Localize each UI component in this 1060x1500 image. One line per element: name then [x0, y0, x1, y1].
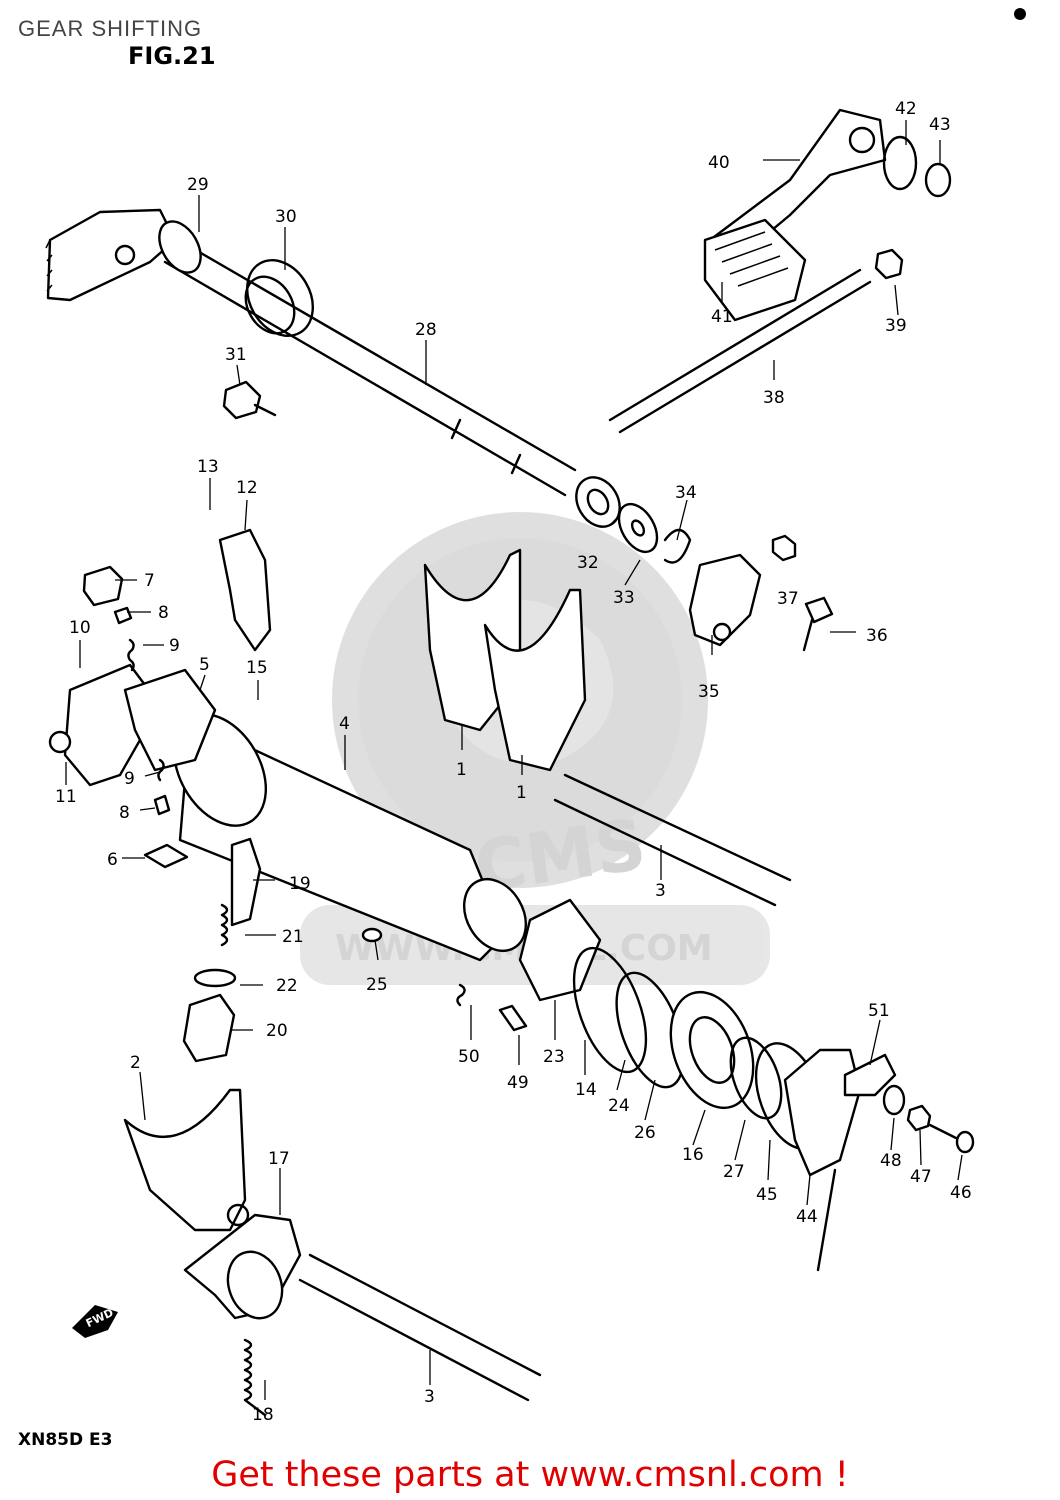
- callout-31: 31: [225, 345, 247, 365]
- callout-10: 10: [69, 618, 91, 638]
- callout-45: 45: [756, 1185, 778, 1205]
- callout-3b: 3: [424, 1387, 435, 1407]
- callout-30: 30: [275, 207, 297, 227]
- callout-27: 27: [723, 1162, 745, 1182]
- callout-1a: 1: [456, 760, 467, 780]
- callout-numbers: 29 30 28 31 13 12 7 8 9 10 5 15 4 11 9 8…: [55, 99, 972, 1425]
- callout-25: 25: [366, 975, 388, 995]
- callout-47: 47: [910, 1167, 932, 1187]
- fwd-arrow-icon: FWD: [72, 1305, 118, 1338]
- callout-5: 5: [199, 655, 210, 675]
- callout-6: 6: [107, 850, 118, 870]
- callout-14: 14: [575, 1080, 597, 1100]
- callout-36: 36: [866, 626, 888, 646]
- callout-8a: 8: [158, 603, 169, 623]
- callout-15: 15: [246, 658, 268, 678]
- callout-13: 13: [197, 457, 219, 477]
- callout-23: 23: [543, 1047, 565, 1067]
- model-code: XN85D E3: [18, 1430, 113, 1450]
- callout-16: 16: [682, 1145, 704, 1165]
- callout-18: 18: [252, 1405, 274, 1425]
- callout-26: 26: [634, 1123, 656, 1143]
- callout-28: 28: [415, 320, 437, 340]
- callout-24: 24: [608, 1096, 630, 1116]
- callout-19: 19: [289, 874, 311, 894]
- callout-29: 29: [187, 175, 209, 195]
- callout-39: 39: [885, 316, 907, 336]
- callout-12: 12: [236, 478, 258, 498]
- callout-20: 20: [266, 1021, 288, 1041]
- callout-11: 11: [55, 787, 77, 807]
- callout-3a: 3: [655, 881, 666, 901]
- callout-7: 7: [144, 571, 155, 591]
- callout-38: 38: [763, 388, 785, 408]
- callout-17: 17: [268, 1149, 290, 1169]
- parts-artwork: FWD: [45, 108, 975, 1417]
- callout-32: 32: [577, 553, 599, 573]
- callout-8b: 8: [119, 803, 130, 823]
- leader-lines: [65, 120, 963, 1400]
- callout-9a: 9: [169, 636, 180, 656]
- callout-44: 44: [796, 1207, 818, 1227]
- callout-49: 49: [507, 1073, 529, 1093]
- callout-37: 37: [777, 589, 799, 609]
- figure-label: FIG.21: [128, 42, 216, 70]
- page-title: GEAR SHIFTING: [18, 16, 203, 41]
- callout-1b: 1: [516, 783, 527, 803]
- callout-51: 51: [868, 1001, 890, 1021]
- corner-dot-icon: [1014, 8, 1026, 20]
- callout-9b: 9: [124, 769, 135, 789]
- callout-41: 41: [711, 307, 733, 327]
- callout-43: 43: [929, 115, 951, 135]
- callout-48: 48: [880, 1151, 902, 1171]
- callout-35: 35: [698, 682, 720, 702]
- callout-4: 4: [339, 714, 350, 734]
- footer-cta-link[interactable]: Get these parts at www.cmsnl.com !: [211, 1455, 849, 1495]
- callout-33: 33: [613, 588, 635, 608]
- callout-21: 21: [282, 927, 304, 947]
- callout-22: 22: [276, 976, 298, 996]
- callout-2: 2: [130, 1053, 141, 1073]
- callout-34: 34: [675, 483, 697, 503]
- callout-40: 40: [708, 153, 730, 173]
- callout-50: 50: [458, 1047, 480, 1067]
- callout-46: 46: [950, 1183, 972, 1203]
- callout-42: 42: [895, 99, 917, 119]
